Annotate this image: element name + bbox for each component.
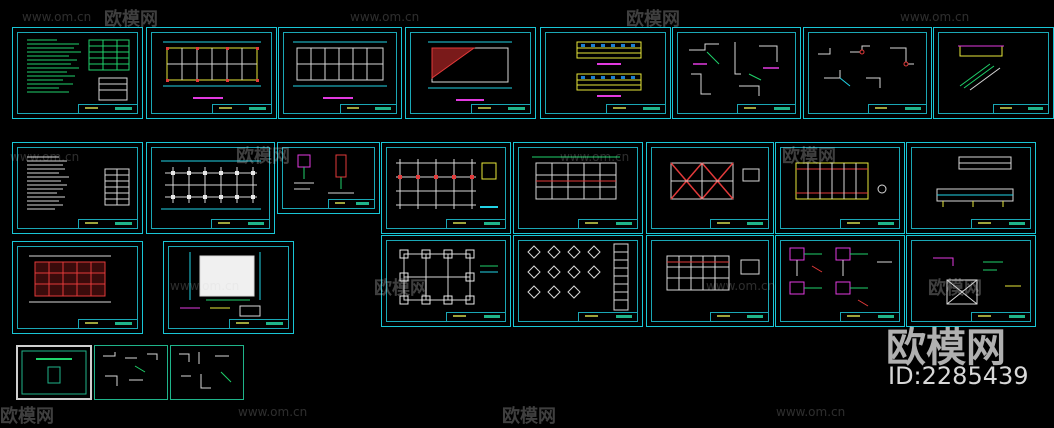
thumb-drawing xyxy=(179,352,232,389)
thumb-details-2[interactable] xyxy=(170,345,244,400)
sheet-column-details[interactable] xyxy=(513,235,643,327)
sheet-drawing xyxy=(27,39,130,101)
sheet-column-layout[interactable] xyxy=(146,142,275,234)
sheet-drawing xyxy=(789,247,892,307)
watermark-site-text: www.om.cn xyxy=(22,10,92,24)
sheet-drawing xyxy=(576,41,642,97)
watermark-brand-text: 欧模网 xyxy=(236,146,290,167)
watermark-site-text: www.om.cn xyxy=(706,279,776,293)
sheet-details-3[interactable] xyxy=(933,27,1054,119)
sheet-drawing xyxy=(161,160,261,210)
watermark-site-text: www.om.cn xyxy=(560,150,630,164)
sheet-framing-plan[interactable] xyxy=(646,142,774,234)
sheet-drawing xyxy=(293,41,387,99)
sheet-drawing xyxy=(396,159,498,209)
sheet-details-2[interactable] xyxy=(803,27,932,119)
thumb-drawing xyxy=(103,352,158,386)
sheet-drawing xyxy=(180,252,261,317)
sheet-foundation-plan[interactable] xyxy=(381,235,511,327)
sheet-drawing xyxy=(29,255,111,303)
sheet-node-details-1[interactable] xyxy=(775,235,905,327)
sheet-beam-plan-3[interactable] xyxy=(646,235,774,327)
sheet-slab-plan[interactable] xyxy=(775,142,905,234)
watermark-site-text: www.om.cn xyxy=(10,150,80,164)
sheet-drawing xyxy=(294,154,354,194)
sheet-drawing xyxy=(527,243,629,311)
sheet-drawing xyxy=(27,156,130,210)
sheet-node-details-2[interactable] xyxy=(906,235,1036,327)
watermark-brand-text: 欧模网 xyxy=(502,406,556,427)
sheet-drawing xyxy=(933,257,1021,305)
sheet-grid-plan-red[interactable] xyxy=(12,241,143,334)
sheet-drawing xyxy=(428,41,512,101)
sheet-elevations[interactable] xyxy=(540,27,671,119)
sheet-notes-2[interactable] xyxy=(12,142,143,234)
watermark-site-text: www.om.cn xyxy=(350,10,420,24)
watermark-site-text: www.om.cn xyxy=(776,405,846,419)
sheet-drawing xyxy=(670,162,760,200)
sheet-site-plan[interactable] xyxy=(163,241,294,334)
sheet-drawing xyxy=(818,45,914,88)
thumb-details-1[interactable] xyxy=(94,345,168,400)
watermark-site-text: www.om.cn xyxy=(170,279,240,293)
sheet-floor-plan-2[interactable] xyxy=(278,27,402,119)
watermark-site-text: www.om.cn xyxy=(900,10,970,24)
watermark-brand-text: 欧模网 xyxy=(626,9,680,30)
sheet-drawing xyxy=(399,249,498,305)
thumb-cover[interactable] xyxy=(16,345,92,400)
sheet-drawing xyxy=(666,255,760,291)
sheet-notes-and-schedule[interactable] xyxy=(12,27,143,119)
sheet-drawing xyxy=(532,156,620,200)
sheet-drawing xyxy=(795,162,887,200)
sheet-detail-small[interactable] xyxy=(277,142,380,214)
watermark-brand-text: 欧模网 xyxy=(782,146,836,167)
sheet-drawing xyxy=(689,42,779,96)
sheet-beam-plan-1[interactable] xyxy=(381,142,511,234)
sheet-drawing xyxy=(936,156,1014,207)
watermark-brand-text: 欧模网 xyxy=(0,406,54,427)
thumb-drawing xyxy=(21,350,87,395)
sheet-roof-plan[interactable] xyxy=(405,27,536,119)
watermark-site-text: www.om.cn xyxy=(238,405,308,419)
sheet-drawing xyxy=(163,41,261,99)
watermark-brand-text: 欧模网 xyxy=(374,278,428,299)
sheet-section[interactable] xyxy=(906,142,1036,234)
sheet-drawing xyxy=(958,45,1004,91)
watermark-big-brand: 欧模网 xyxy=(886,325,1006,371)
watermark-id-label: ID:2285439 xyxy=(888,362,1029,390)
sheet-beam-plan-2[interactable] xyxy=(513,142,643,234)
sheet-floor-plan-1[interactable] xyxy=(146,27,277,119)
watermark-brand-text: 欧模网 xyxy=(104,9,158,30)
watermark-brand-text: 欧模网 xyxy=(928,278,982,299)
sheet-details-1[interactable] xyxy=(672,27,801,119)
